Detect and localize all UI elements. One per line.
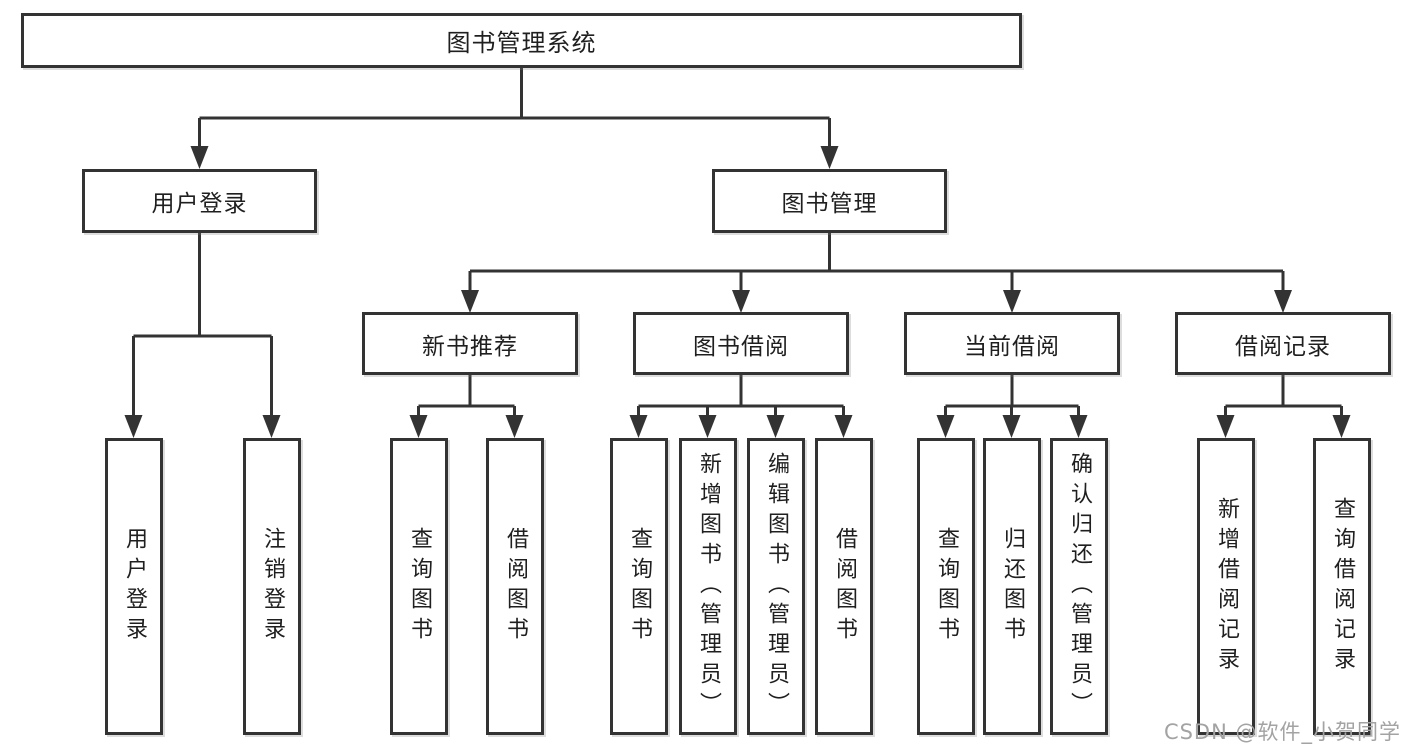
connector-borrow-records-branch: [1224, 375, 1343, 417]
node-label: 用户登录: [122, 526, 147, 647]
node-label: 借阅图书: [503, 526, 528, 647]
arrowhead: [461, 290, 479, 313]
connector-new-book-branch: [417, 375, 516, 417]
connector-current-borrow-branch: [944, 375, 1080, 417]
arrowhead: [820, 146, 839, 169]
leaf-user-login: 用户登录: [105, 438, 163, 735]
node-new-book-recommend: 新书推荐: [362, 312, 578, 375]
connector-book-management-branch: [468, 233, 1285, 292]
node-label: 查询借阅记录: [1330, 496, 1355, 677]
node-label: 借阅记录: [1235, 333, 1331, 360]
node-label: 当前借阅: [964, 333, 1060, 360]
leaf-logout: 注销登录: [243, 438, 301, 735]
arrowhead: [1332, 415, 1351, 438]
leaf-add-borrow-record: 新增借阅记录: [1197, 438, 1255, 735]
arrowhead: [1003, 290, 1021, 313]
arrowhead: [1069, 415, 1088, 438]
node-label: 查询图书: [627, 526, 652, 647]
leaf-query-books-current: 查询图书: [917, 438, 975, 735]
leaf-query-books-borrow: 查询图书: [610, 438, 668, 735]
leaf-return-book: 归还图书: [983, 438, 1041, 735]
node-borrow-records: 借阅记录: [1175, 312, 1391, 375]
node-book-borrow: 图书借阅: [633, 312, 849, 375]
csdn-watermark: CSDN @软件_小贺同学: [1163, 720, 1401, 744]
node-current-borrow: 当前借阅: [904, 312, 1120, 375]
node-label: 确认归还（管理员）: [1067, 451, 1092, 722]
node-label: 注销登录: [260, 526, 285, 647]
leaf-borrow-books-recommend: 借阅图书: [486, 438, 544, 735]
node-label: 借阅图书: [832, 526, 857, 647]
connector-book-borrow-branch: [637, 375, 845, 417]
arrowhead: [409, 415, 428, 438]
arrowhead: [124, 415, 143, 438]
arrowhead: [190, 146, 209, 169]
arrowhead: [505, 415, 524, 438]
node-label: 图书借阅: [693, 333, 789, 360]
connector-user-login-branch: [132, 233, 273, 417]
node-label: 查询图书: [934, 526, 959, 647]
node-label: 查询图书: [407, 526, 432, 647]
arrowhead: [1216, 415, 1235, 438]
node-label: 图书管理: [781, 191, 878, 217]
node-label: 新增借阅记录: [1214, 496, 1239, 677]
node-label: 新书推荐: [422, 333, 518, 360]
connector-root: [198, 68, 831, 148]
arrowhead: [698, 415, 717, 438]
node-label: 新增图书（管理员）: [696, 451, 721, 722]
node-user-login-module: 用户登录: [82, 169, 317, 233]
leaf-confirm-return-admin: 确认归还（管理员）: [1050, 438, 1108, 735]
arrowhead: [1274, 290, 1292, 313]
leaf-query-books-recommend: 查询图书: [390, 438, 448, 735]
node-label: 归还图书: [1000, 526, 1025, 647]
node-label: 图书管理系统: [446, 29, 597, 57]
arrowhead: [262, 415, 281, 438]
arrowhead: [834, 415, 853, 438]
leaf-query-borrow-record: 查询借阅记录: [1313, 438, 1371, 735]
arrowhead: [766, 415, 785, 438]
arrowhead: [732, 290, 750, 313]
arrowhead: [629, 415, 648, 438]
node-label: 编辑图书（管理员）: [764, 451, 789, 722]
node-library-system: 图书管理系统: [21, 13, 1022, 68]
leaf-edit-book-admin: 编辑图书（管理员）: [747, 438, 805, 735]
arrowhead: [936, 415, 955, 438]
node-label: 用户登录: [151, 191, 248, 217]
node-book-management-module: 图书管理: [712, 169, 947, 233]
arrowhead: [1002, 415, 1021, 438]
leaf-add-book-admin: 新增图书（管理员）: [679, 438, 737, 735]
leaf-borrow-books-borrow: 借阅图书: [815, 438, 873, 735]
